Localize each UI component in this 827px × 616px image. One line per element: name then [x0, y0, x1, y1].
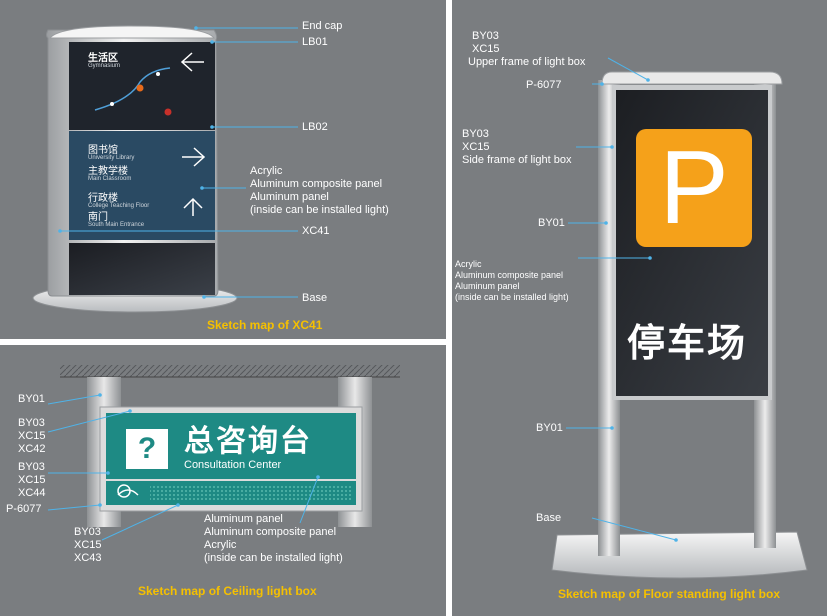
label-lb01: LB01	[302, 36, 328, 48]
label-side-frame: Side frame of light box	[462, 154, 572, 166]
parking-icon: P	[659, 130, 729, 246]
ceiling-title-en: Consultation Center	[184, 459, 282, 471]
label-inside-light-c: (inside can be installed light)	[204, 552, 343, 564]
label-xc15-side: XC15	[462, 141, 490, 153]
panel-xc41: 生活区 Gymnasium 图书馆 University Library 主教学…	[0, 0, 446, 339]
entry-en-4: South Main Entrance	[88, 222, 145, 228]
label-xc15-c: XC15	[74, 539, 102, 551]
question-icon: ?	[137, 432, 157, 465]
right-arrow-icon	[182, 147, 206, 167]
caption-xc41: Sketch map of XC41	[207, 318, 323, 332]
floor-drawing	[551, 57, 808, 579]
label-lb02: LB02	[302, 121, 328, 133]
label-by03-c: BY03	[74, 526, 101, 538]
label-by01: BY01	[18, 393, 45, 405]
label-alu-composite: Aluminum composite panel	[250, 178, 383, 190]
map-zone-en: Gymnasium	[88, 63, 121, 69]
panel-floor: P 停车场 BY03 XC15 Upper frame of light box…	[452, 0, 827, 616]
entry-cn-1: 图书馆	[88, 145, 118, 156]
xc41-drawing	[32, 25, 298, 313]
label-by01-a: BY01	[538, 217, 565, 229]
entry-en-2: Main Classroom	[88, 176, 132, 182]
label-acrylic: Acrylic	[250, 165, 283, 177]
entry-cn-3: 行政楼	[88, 193, 118, 204]
label-xc42: XC42	[18, 443, 46, 455]
lb02-panel	[69, 131, 215, 240]
ceiling	[60, 365, 400, 377]
label-p6077-f: P-6077	[526, 79, 562, 91]
xc41-leaders	[60, 27, 298, 298]
label-inside-light-f: (inside can be installed light)	[455, 292, 569, 302]
label-xc15-b: XC15	[18, 474, 46, 486]
label-by03-top: BY03	[472, 30, 499, 42]
entry-en-1: University Library	[88, 155, 135, 161]
label-by03-a: BY03	[18, 417, 45, 429]
label-alu-panel-c: Aluminum panel	[204, 513, 283, 525]
ceiling-title-cn: 总咨询台	[184, 425, 312, 458]
floor-leaders	[566, 57, 677, 541]
end-cap	[48, 25, 216, 39]
label-xc43: XC43	[74, 552, 102, 564]
logo-icon	[117, 484, 139, 498]
label-xc15-a: XC15	[18, 430, 46, 442]
parking-icon-bg	[636, 129, 752, 247]
label-xc44: XC44	[18, 487, 46, 499]
label-p6077: P-6077	[6, 503, 42, 515]
panel-ceiling: ? 总咨询台 Consultation Center BY01 BY03 XC1…	[0, 345, 446, 616]
label-upper-frame: Upper frame of light box	[468, 56, 586, 68]
label-xc15-top: XC15	[472, 43, 500, 55]
label-base-f: Base	[536, 512, 562, 524]
label-xc41: XC41	[302, 225, 330, 237]
map-route	[94, 67, 172, 116]
entry-en-3: College Teaching Floor	[88, 203, 150, 209]
upper-frame	[601, 71, 783, 85]
question-icon-bg	[126, 429, 168, 469]
left-arrow-icon	[180, 52, 204, 72]
entry-cn-2: 主教学楼	[88, 166, 128, 177]
label-alu-panel-f: Aluminum panel	[455, 281, 520, 291]
label-base: Base	[302, 292, 328, 304]
caption-ceiling: Sketch map of Ceiling light box	[138, 584, 317, 598]
label-inside-light: (inside can be installed light)	[250, 204, 389, 216]
label-alu-panel: Aluminum panel	[250, 191, 329, 203]
label-acrylic-f: Acrylic	[455, 259, 482, 269]
label-by03-side: BY03	[462, 128, 489, 140]
label-by01-b: BY01	[536, 422, 563, 434]
parking-text-cn: 停车场	[627, 323, 748, 365]
label-alu-composite-c: Aluminum composite panel	[204, 526, 337, 538]
bottom-panel	[69, 243, 215, 295]
label-acrylic-c: Acrylic	[204, 539, 237, 551]
label-by03-b: BY03	[18, 461, 45, 473]
map-zone-cn: 生活区	[88, 53, 118, 64]
entry-cn-4: 南门	[88, 212, 108, 223]
ceiling-leaders	[47, 394, 319, 541]
ceiling-drawing	[47, 365, 400, 541]
label-alu-composite-f: Aluminum composite panel	[455, 270, 564, 280]
caption-floor: Sketch map of Floor standing light box	[558, 587, 781, 601]
up-arrow-icon	[183, 197, 203, 216]
label-end-cap: End cap	[302, 20, 343, 32]
